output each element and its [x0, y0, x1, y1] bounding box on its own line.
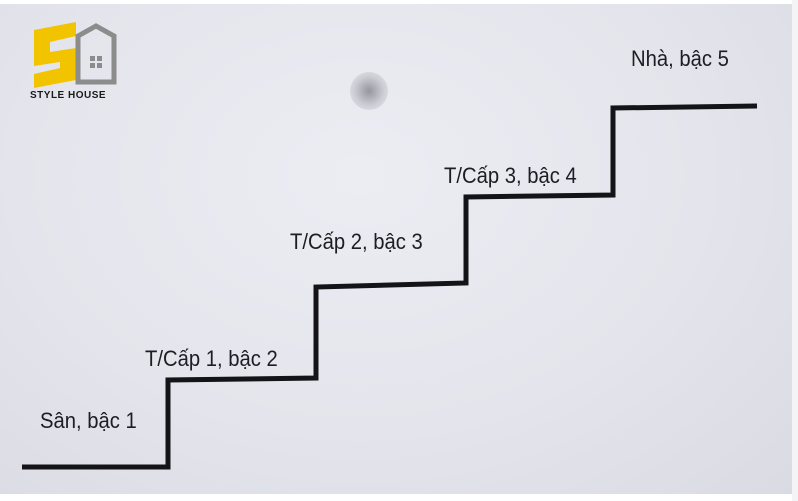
step-label-5: Nhà, bậc 5 — [631, 46, 729, 71]
step-label-3: T/Cấp 2, bậc 3 — [290, 229, 423, 254]
lens-smudge — [350, 72, 388, 110]
logo-text: STYLE HOUSE — [30, 90, 107, 101]
photo-border-bottom — [0, 494, 798, 501]
step-label-4: T/Cấp 3, bậc 4 — [444, 163, 577, 188]
photo-border-right — [792, 0, 798, 501]
style-house-logo: STYLE HOUSE — [30, 22, 120, 106]
step-label-1: Sân, bậc 1 — [40, 408, 137, 433]
logo-mark-icon — [34, 22, 117, 88]
photo-border-top — [0, 0, 798, 4]
step-label-2: T/Cấp 1, bậc 2 — [145, 346, 278, 371]
staircase-line — [22, 103, 758, 470]
